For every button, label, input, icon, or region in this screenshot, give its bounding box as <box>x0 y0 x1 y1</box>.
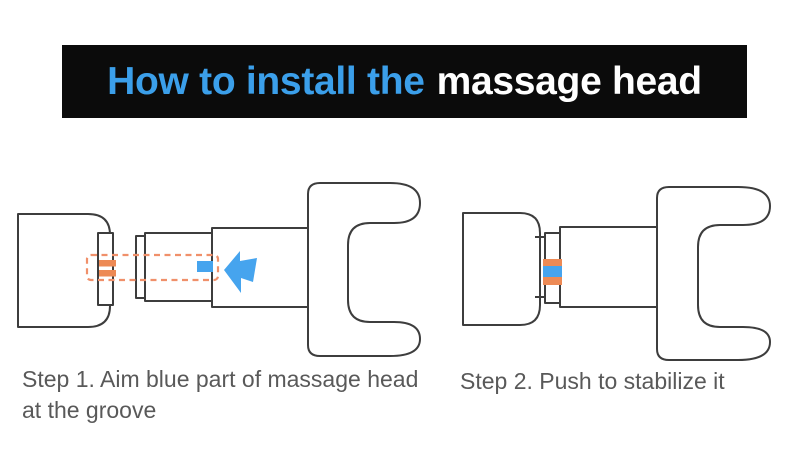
socket-collar <box>97 232 114 306</box>
groove-stripe-bottom <box>99 270 116 277</box>
step2-assembled-diagram <box>462 186 771 361</box>
device-body <box>462 212 541 326</box>
fork-massage-head <box>307 182 421 357</box>
step1-alignment-diagram <box>17 182 421 357</box>
lock-stripe-orange-bottom <box>543 277 562 285</box>
groove-stripe-top <box>99 260 116 267</box>
left-block-arrow-icon <box>224 251 257 293</box>
title-rest-text: massage head <box>436 60 703 103</box>
device-body <box>17 213 111 328</box>
head-shaft <box>559 226 658 308</box>
step1-caption: Step 1. Aim blue part of massage head at… <box>22 366 419 423</box>
head-shaft-ring <box>135 235 146 299</box>
title-banner: How to install the massage head <box>62 45 747 118</box>
groove-highlight-dashed-box <box>85 253 220 282</box>
fork-massage-head <box>656 186 771 361</box>
title-highlight-text: How to install the <box>107 60 425 103</box>
lock-stripe-blue <box>543 266 562 277</box>
step2-caption: Step 2. Push to stabilize it <box>460 368 725 394</box>
blue-alignment-tab <box>197 261 213 272</box>
lock-stripe-orange-top <box>543 259 562 266</box>
